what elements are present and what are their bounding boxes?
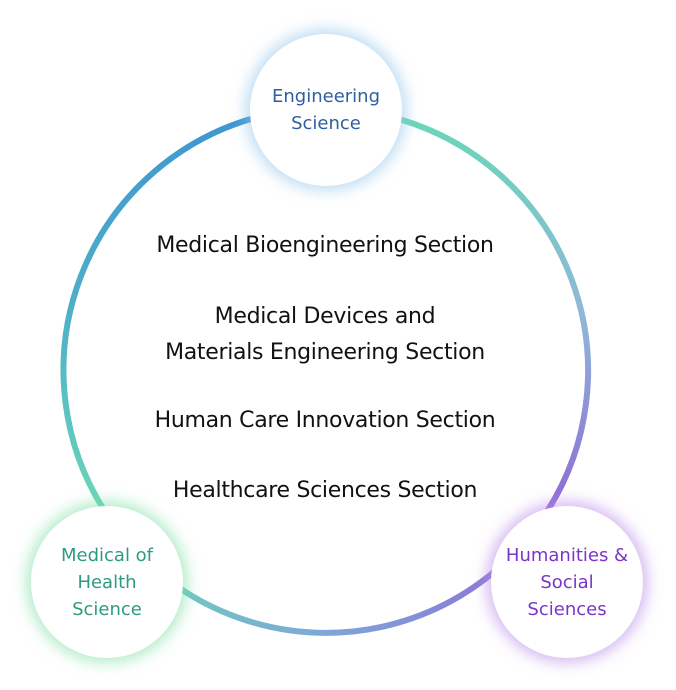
node-engineering-line2: Science: [291, 113, 361, 134]
node-humanities-line1: Humanities &: [505, 544, 629, 566]
node-medical-line1: Medical of: [60, 544, 154, 566]
ring-segment-right: [401, 117, 592, 512]
node-medical-line2: Health: [77, 571, 137, 593]
section-healthcare-sciences: Healthcare Sciences Section: [172, 478, 478, 503]
ring-segment-left: [60, 115, 255, 512]
node-medical-health-science: Medical of Health Science: [31, 506, 183, 658]
node-humanities-line3: Sciences: [527, 598, 607, 620]
node-humanities-social-sciences: Humanities & Social Sciences: [491, 506, 643, 658]
node-engineering-line1: Engineering: [272, 86, 380, 107]
section-medical-bioengineering: Medical Bioengineering Section: [156, 233, 494, 258]
section-medical-devices-line1: Medical Devices and: [214, 304, 436, 329]
node-humanities-line2: Social: [540, 571, 594, 593]
section-human-care-innovation: Human Care Innovation Section: [154, 408, 496, 433]
node-engineering-science: Engineering Science: [250, 34, 402, 186]
section-medical-devices-line2: Materials Engineering Section: [165, 340, 485, 365]
node-medical-line3: Science: [72, 598, 142, 620]
